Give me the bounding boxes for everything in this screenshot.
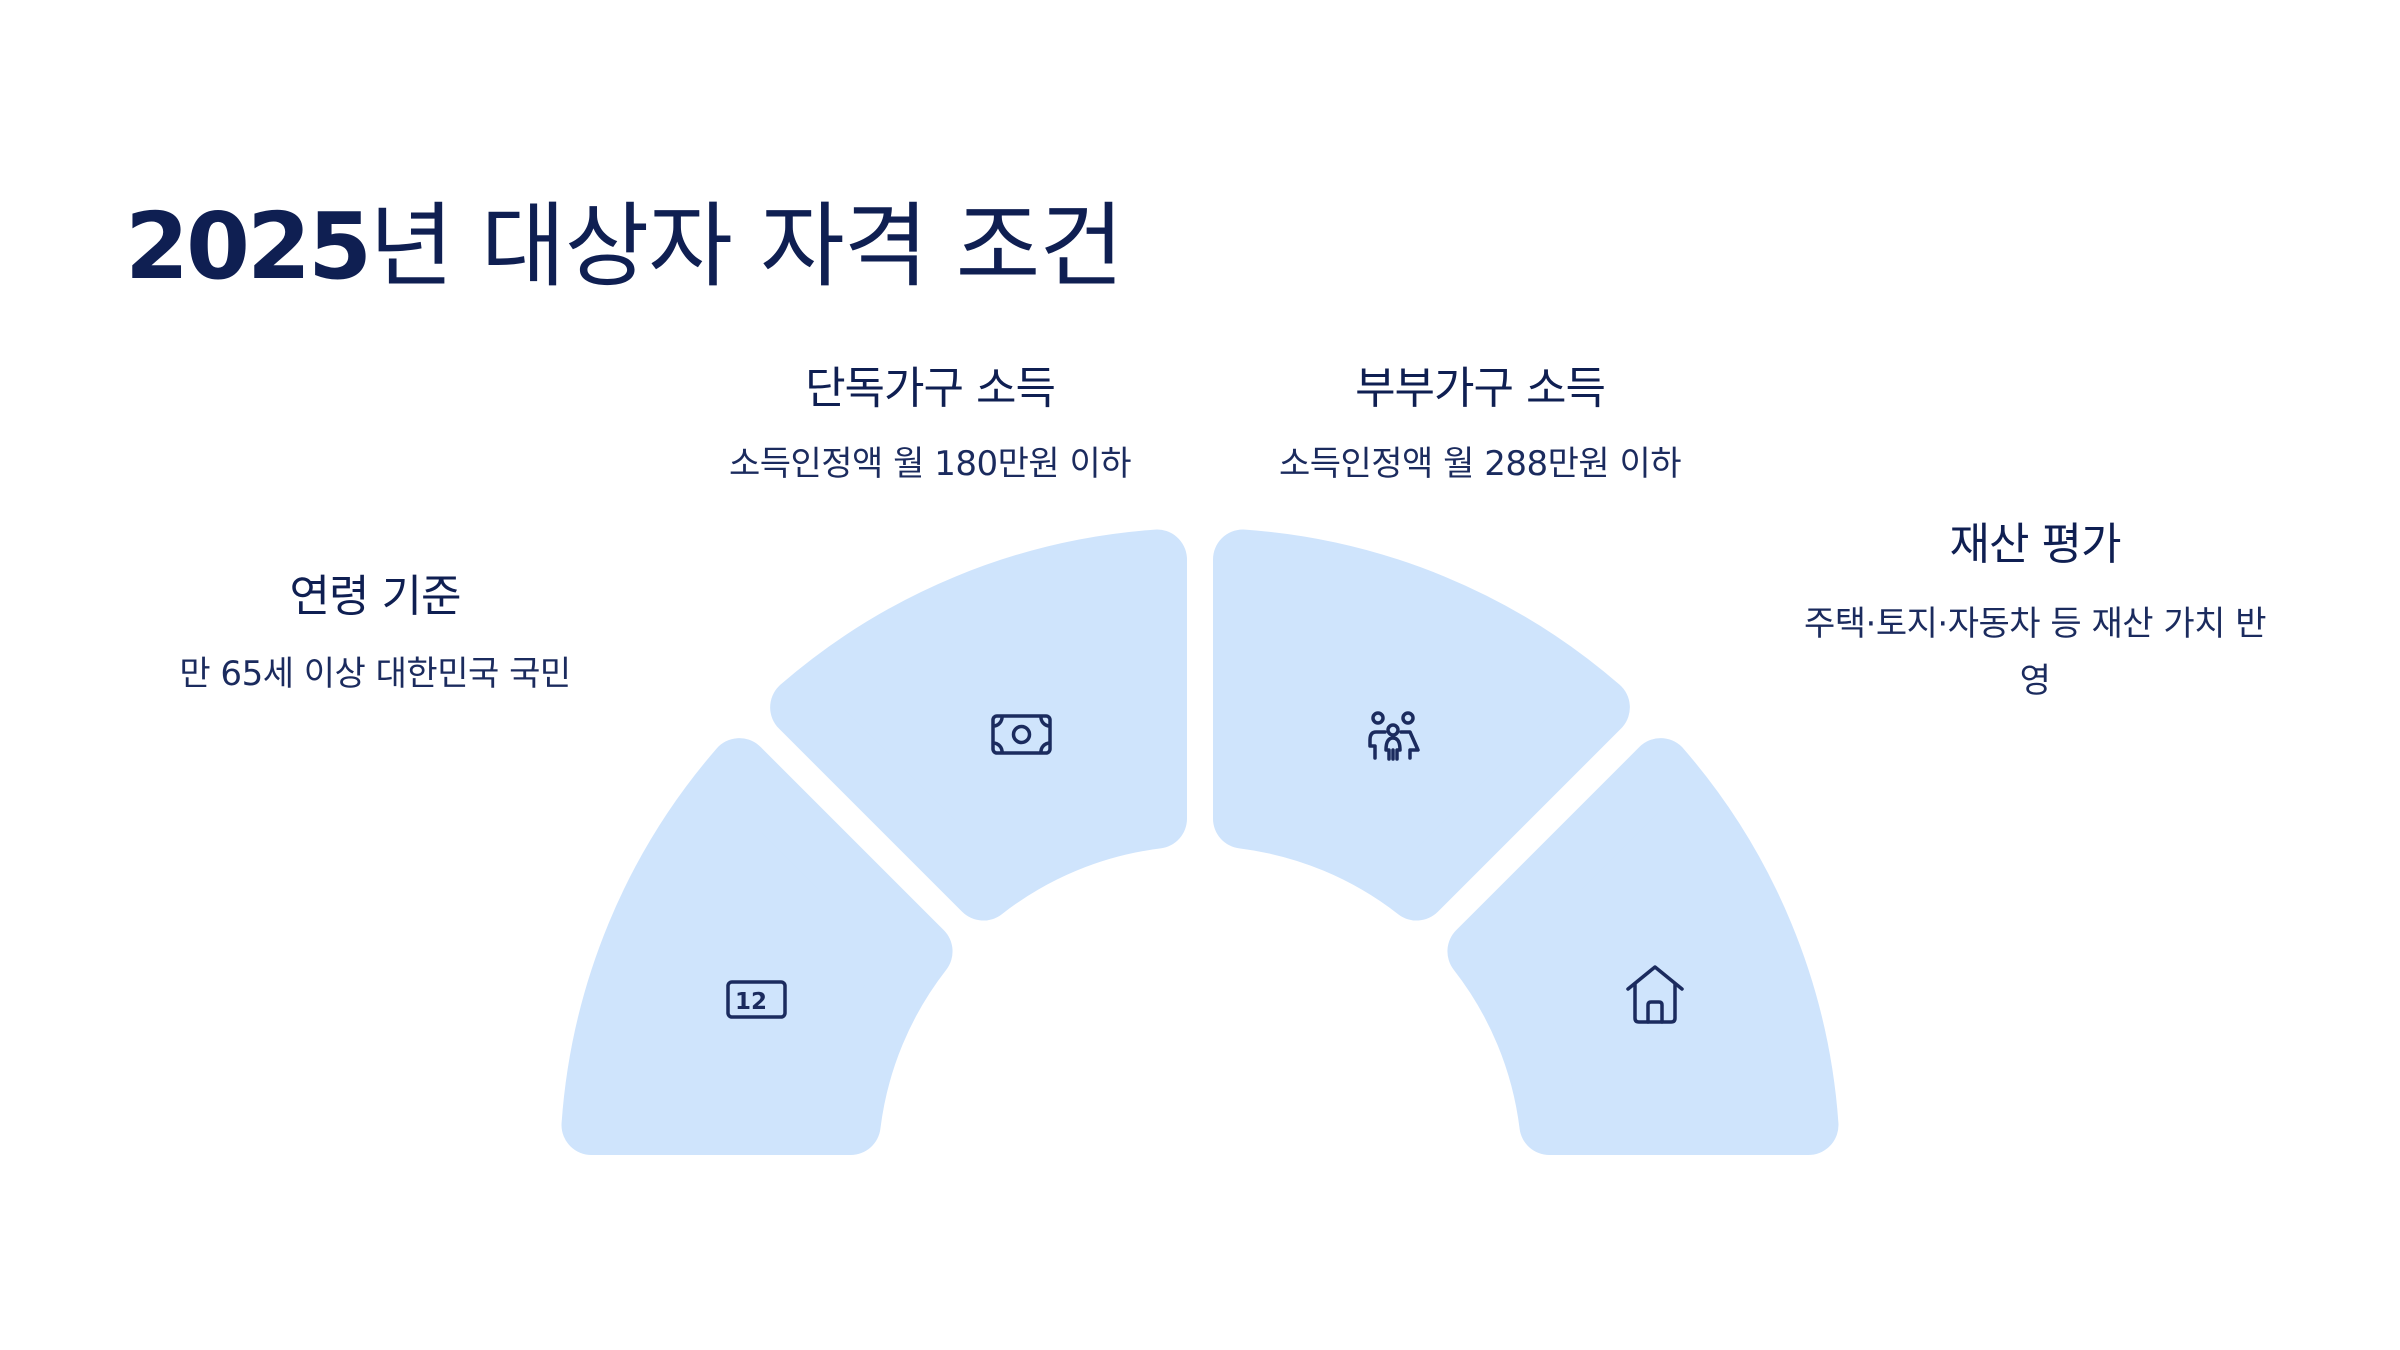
criterion-description: 소득인정액 월 288만원 이하 (1278, 444, 1682, 484)
criterion-heading: 연령 기준 (289, 571, 462, 622)
segment-age (561, 738, 953, 1155)
criterion-heading: 단독가구 소득 (805, 363, 1056, 414)
criterion-single-income: 단독가구 소득 소득인정액 월 180만원 이하 (680, 352, 1180, 493)
criterion-property: 재산 평가 주택·토지·자동차 등 재산 가치 반영 (1790, 508, 2280, 710)
criterion-heading: 재산 평가 (1949, 519, 2122, 570)
segment-couple-income (1213, 529, 1630, 921)
svg-text:12: 12 (735, 989, 767, 1015)
criterion-description: 소득인정액 월 180만원 이하 (728, 444, 1132, 484)
family-icon (1368, 711, 1420, 761)
title-year: 2025 (125, 193, 372, 300)
title-text: 년 대상자 자격 조건 (369, 193, 1124, 300)
house-icon (1626, 965, 1684, 1024)
criterion-couple-income: 부부가구 소득 소득인정액 월 288만원 이하 (1230, 352, 1730, 493)
criterion-description: 만 65세 이상 대한민국 국민 (179, 654, 571, 694)
money-bill-icon (991, 714, 1052, 755)
criterion-heading: 부부가구 소득 (1355, 363, 1606, 414)
page-title: 2025년 대상자 자격 조건 (125, 172, 1124, 305)
segment-property (1447, 738, 1839, 1155)
criterion-age: 연령 기준 만 65세 이상 대한민국 국민 (130, 560, 620, 703)
calendar-icon: 12 (726, 980, 787, 1019)
criterion-description: 주택·토지·자동차 등 재산 가치 반영 (1804, 604, 2267, 701)
segment-single-income (770, 529, 1187, 921)
